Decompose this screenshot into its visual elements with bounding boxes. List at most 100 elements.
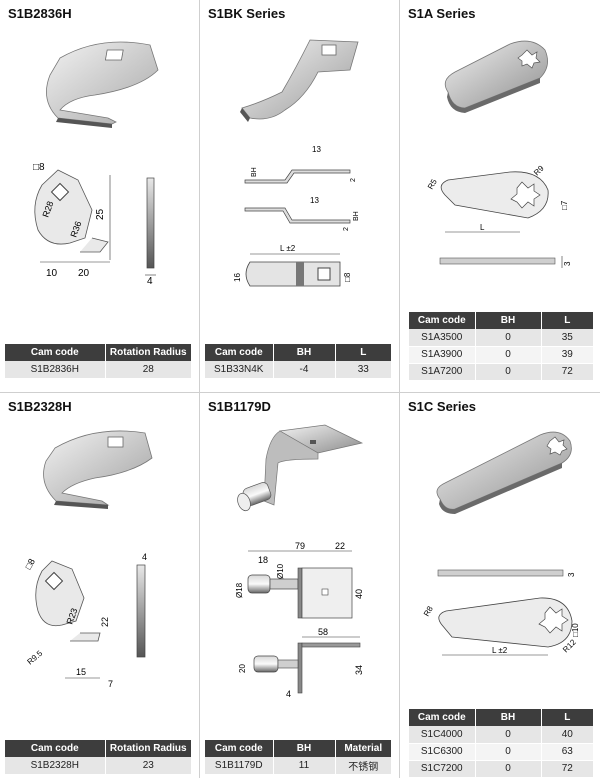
table-cell: S1A3500 [409,329,476,347]
dim-label: 16 [233,273,242,282]
dim-label: 7 [108,679,113,689]
table-header: Cam code [409,709,476,726]
dim-label: 34 [354,665,364,675]
dim-label: 22 [100,617,110,627]
dim-label: Ø10 [276,563,285,579]
panel-s1b1179d: S1B1179D 79 22 18 Ø10 Ø18 [200,393,399,778]
dim-label: BH [251,167,258,177]
table-row: S1C4000 0 40 [409,726,593,744]
dim-label: 13 [310,196,319,205]
table-header: Cam code [5,740,106,757]
table-header: Cam code [409,312,476,329]
table-row: S1B1179D 11 不锈钢 [205,757,391,775]
cam-illustration: □8 R28 R36 25 10 20 4 [33,41,159,287]
table-row: S1B2328H 23 [5,757,191,775]
dim-label: 4 [142,552,147,562]
table-cell: 72 [541,363,593,381]
dim-label: R9.5 [26,648,45,666]
table-header: Cam code [205,740,274,757]
table-cell: S1B33N4K [205,361,274,379]
table-cell: 0 [475,743,542,761]
dim-label: Ø18 [235,582,244,598]
spec-table: Cam code Rotation Radius S1B2328H 23 [5,740,191,775]
dim-label: L [480,223,485,232]
panel-s1b2328h: S1B2328H □8 R23 22 R9.5 15 7 4 Cam code … [0,393,199,778]
table-cell: 0 [475,760,542,778]
panel-title: S1B1179D [208,399,271,414]
table-cell: S1A7200 [409,363,476,381]
dim-label: R5 [426,177,439,191]
dim-label: L ±2 [280,244,296,253]
column-divider [399,0,400,778]
dim-label: □10 [571,623,580,637]
panel-title: S1C Series [408,399,476,414]
panel-title: S1B2836H [8,6,72,21]
spec-table: Cam code BH L S1B33N4K -4 33 [205,344,391,379]
table-header: Material [335,740,391,757]
panel-s1c-series: S1C Series 3 R8 □10 R12 L ±2 Cam code BH… [400,393,600,778]
column-divider [199,0,200,778]
table-row: S1A3900 0 39 [409,346,593,364]
dim-label: 2 [343,227,350,231]
table-cell: 35 [541,329,593,347]
table-row: S1B33N4K -4 33 [205,361,391,379]
table-cell: S1C6300 [409,743,476,761]
dim-label: □8 [33,162,45,173]
table-header: L [541,709,593,726]
table-cell: 72 [541,760,593,778]
panel-title: S1BK Series [208,6,286,21]
dim-label: 10 [46,268,58,279]
table-cell: S1B1179D [205,757,274,775]
dim-label: 4 [147,276,153,287]
cam-illustration: 79 22 18 Ø10 Ø18 40 58 20 34 4 [235,424,364,699]
table-cell: 0 [475,363,542,381]
table-header: BH [273,344,336,361]
table-row: S1A3500 0 35 [409,329,593,347]
dim-label: L ±2 [492,646,508,655]
spec-table: Cam code BH L S1C4000 0 40 S1C6300 0 63 … [409,709,593,778]
table-row: S1B2836H 28 [5,361,191,379]
table-cell: 不锈钢 [335,757,391,775]
table-cell: S1B2836H [5,361,106,379]
row-divider [0,392,600,393]
spec-table: Cam code BH L S1A3500 0 35 S1A3900 0 39 … [409,312,593,381]
table-header: Cam code [205,344,274,361]
table-header: Rotation Radius [105,740,191,757]
table-cell: 23 [105,757,191,775]
dim-label: 20 [78,268,90,279]
table-row: S1A7200 0 72 [409,363,593,381]
dim-label: 20 [238,664,247,673]
spec-table: Cam code BH Material S1B1179D 11 不锈钢 [205,740,391,775]
table-row: S1C7200 0 72 [409,760,593,778]
dim-label: □8 [343,272,352,282]
dim-label: 18 [258,555,268,565]
dim-label: 40 [354,589,364,599]
table-cell: S1A3900 [409,346,476,364]
panel-s1bk-series: S1BK Series 13 BH 2 13 BH 2 L ±2 16 □8 C… [200,0,399,392]
table-cell: S1C7200 [409,760,476,778]
dim-label: 4 [286,689,291,699]
table-cell: 33 [335,361,391,379]
panel-s1a-series: S1A Series R5 R9 □7 L 3 Cam code BH L [400,0,600,392]
cam-illustration: 3 R8 □10 R12 L ±2 [422,431,580,656]
table-cell: 28 [105,361,191,379]
table-cell: 11 [273,757,336,775]
dim-label: 79 [295,541,305,551]
dim-label: 22 [335,541,345,551]
dim-label: 15 [76,667,86,677]
panel-title: S1B2328H [8,399,72,414]
table-cell: 0 [475,346,542,364]
table-cell: 40 [541,726,593,744]
dim-label: 2 [350,178,357,182]
table-header: BH [273,740,336,757]
dim-label: □7 [560,200,569,210]
cam-illustration: 13 BH 2 13 BH 2 L ±2 16 □8 [233,39,360,287]
dim-label: 3 [567,572,576,577]
panel-title: S1A Series [408,6,476,21]
table-cell: S1C4000 [409,726,476,744]
table-cell: 0 [475,726,542,744]
dim-label: 58 [318,627,328,637]
table-cell: S1B2328H [5,757,106,775]
table-header: BH [475,312,542,329]
dim-label: BH [353,211,360,221]
